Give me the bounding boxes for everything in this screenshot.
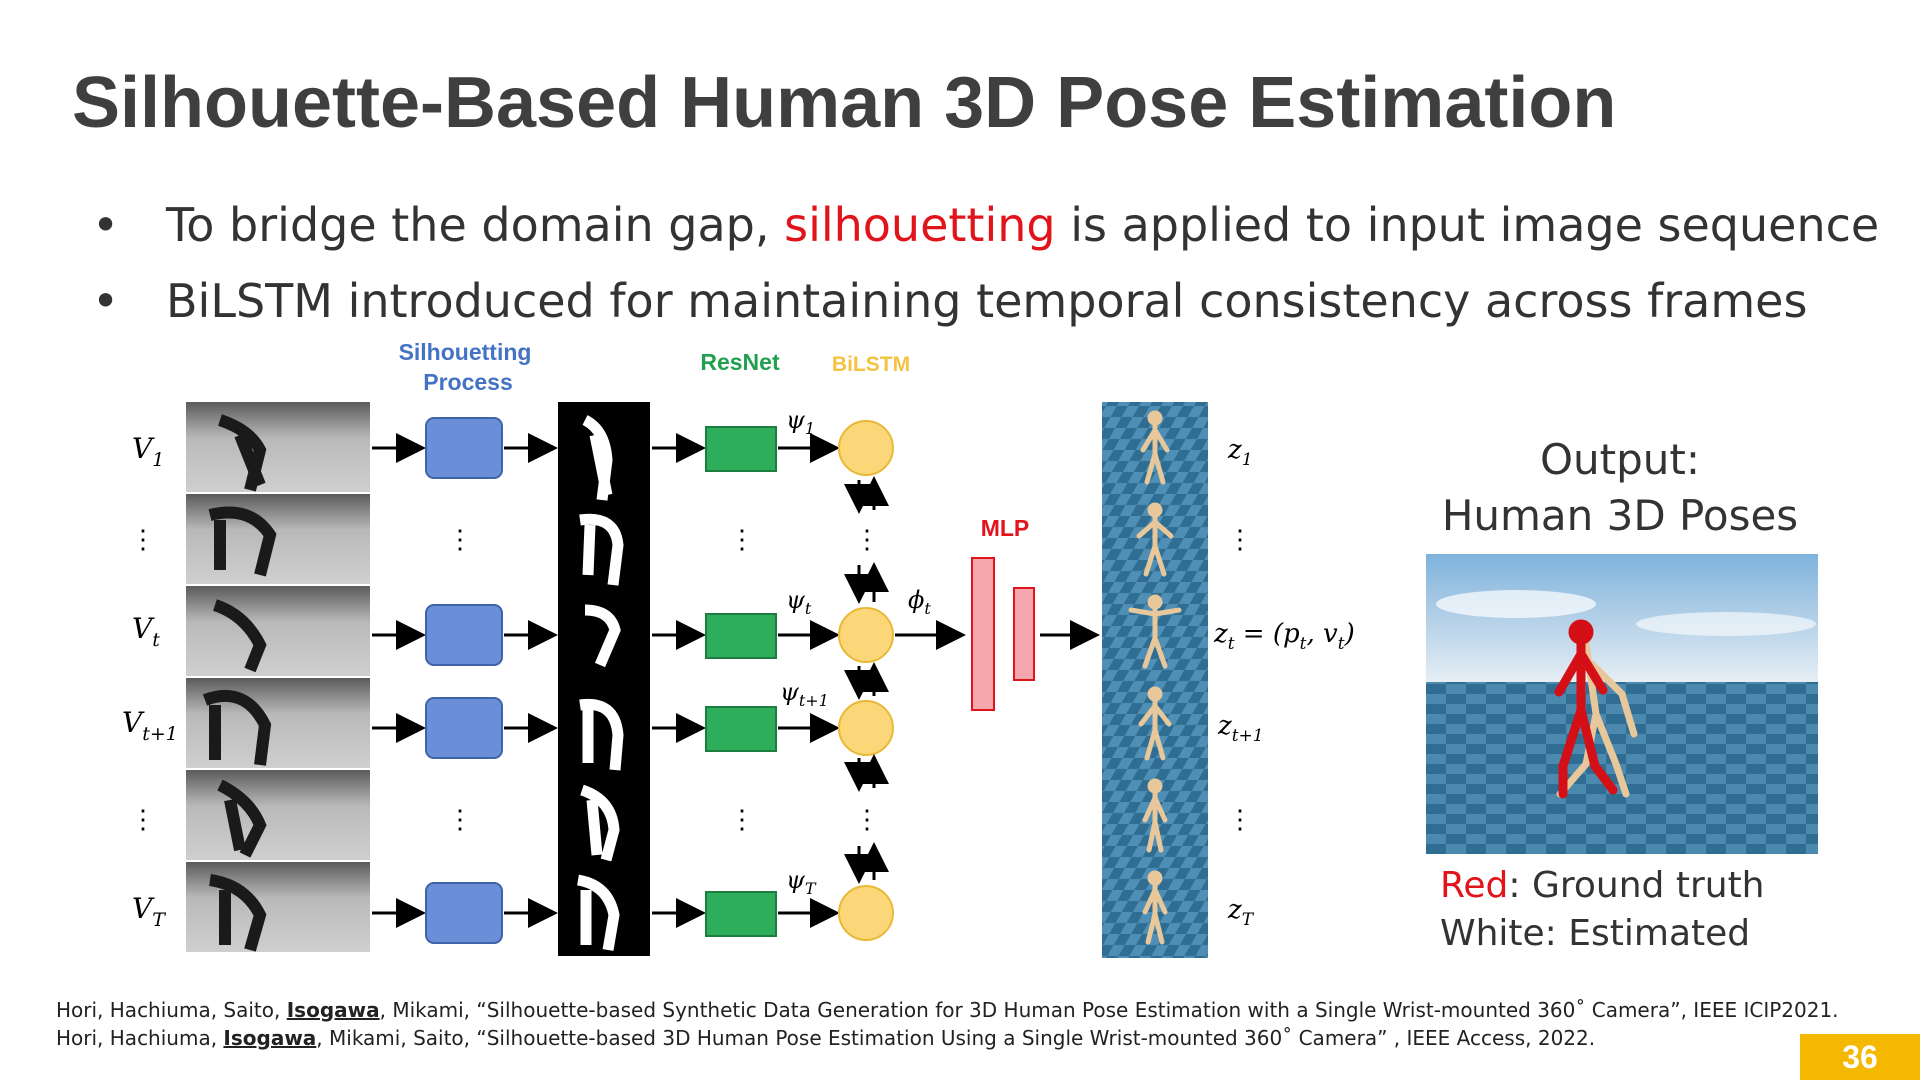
output-label-zt: zt = (pt, vt) — [1213, 619, 1355, 654]
input-label-v1: V1 — [132, 432, 164, 471]
ellipsis: ⋮ — [729, 804, 755, 834]
legend-red-word: Red — [1440, 865, 1508, 906]
reference-1-author: Isogawa — [287, 998, 380, 1022]
ellipsis: ⋮ — [854, 804, 880, 834]
arrows-to-resnet — [652, 448, 700, 913]
reference-2-pre: Hori, Hachiuma, — [56, 1026, 223, 1050]
silhouetting-label-2: Process — [423, 369, 513, 395]
bilstm-cell — [839, 701, 893, 755]
resnet-box — [706, 892, 776, 936]
bullet-1-text-b: is applied to input image sequence — [1056, 198, 1880, 252]
bilstm-cell — [839, 421, 893, 475]
phi-label: ϕt — [908, 586, 931, 618]
bullet-2: •BiLSTM introduced for maintaining tempo… — [92, 274, 1807, 328]
ellipsis: ⋮ — [447, 804, 473, 834]
psi-label-t1: ψt+1 — [780, 678, 829, 710]
ellipsis: ⋮ — [447, 524, 473, 554]
silhouette-strip — [558, 402, 650, 956]
output-title-line-2: Human 3D Poses — [1400, 488, 1840, 544]
ellipsis: ⋮ — [729, 524, 755, 554]
pose-render-image — [1426, 554, 1818, 854]
silhouetting-label-1: Silhouetting — [399, 340, 532, 365]
bullet-1: •To bridge the domain gap, silhouetting … — [92, 198, 1879, 252]
input-frame — [186, 402, 370, 492]
input-frame — [186, 494, 370, 584]
ellipsis: ⋮ — [130, 524, 156, 554]
output-label-z1: z1 — [1227, 435, 1253, 470]
mlp-label: MLP — [981, 515, 1030, 541]
output-label-zt1: zt+1 — [1217, 711, 1264, 746]
input-label-vt1: Vt+1 — [122, 706, 178, 745]
silhouetting-box — [426, 418, 502, 478]
mlp-layer-1 — [972, 558, 994, 710]
output-title-line-1: Output: — [1400, 432, 1840, 488]
bilstm-label: BiLSTM — [832, 353, 910, 376]
bullet-dot: • — [92, 274, 166, 328]
bullet-1-highlight: silhouetting — [784, 198, 1056, 252]
reference-2-post: , Mikami, Saito, “Silhouette-based 3D Hu… — [316, 1026, 1595, 1050]
input-label-vT: VT — [132, 892, 166, 931]
input-frames — [186, 402, 370, 952]
bilstm-cells — [839, 421, 893, 940]
resnet-box — [706, 707, 776, 751]
output-label-zT: zT — [1227, 895, 1255, 930]
reference-1: Hori, Hachiuma, Saito, Isogawa, Mikami, … — [56, 998, 1839, 1022]
silhouetting-blocks — [426, 418, 502, 943]
arrows-input — [372, 448, 420, 913]
resnet-box — [706, 614, 776, 658]
legend-estimated: White: Estimated — [1440, 910, 1765, 958]
bullet-dot: • — [92, 198, 166, 252]
output-title: Output: Human 3D Poses — [1400, 432, 1840, 544]
psi-label-T: ψT — [786, 866, 817, 898]
mlp-layer-2 — [1014, 588, 1034, 680]
legend-red-rest: : Ground truth — [1508, 865, 1764, 906]
silhouetting-box — [426, 605, 502, 665]
reference-1-pre: Hori, Hachiuma, Saito, — [56, 998, 287, 1022]
psi-label-t: ψt — [786, 586, 812, 618]
psi-label-1: ψ1 — [786, 406, 815, 438]
bullet-1-text-a: To bridge the domain gap, — [166, 198, 784, 252]
ellipsis: ⋮ — [130, 804, 156, 834]
resnet-blocks — [706, 427, 776, 936]
page-number: 36 — [1800, 1034, 1920, 1080]
output-pose-strip — [1102, 402, 1208, 958]
bullet-2-text: BiLSTM introduced for maintaining tempor… — [166, 274, 1807, 328]
mlp-block — [972, 558, 1034, 710]
legend-ground-truth: Red: Ground truth — [1440, 862, 1765, 910]
bilstm-cell — [839, 886, 893, 940]
bilstm-cell — [839, 608, 893, 662]
input-frame — [186, 770, 370, 860]
ellipsis: ⋮ — [854, 524, 880, 554]
ellipsis: ⋮ — [1227, 524, 1253, 554]
reference-1-post: , Mikami, “Silhouette-based Synthetic Da… — [380, 998, 1839, 1022]
ellipsis: ⋮ — [1227, 804, 1253, 834]
slide-title: Silhouette-Based Human 3D Pose Estimatio… — [72, 62, 1616, 144]
pipeline-diagram: Silhouetting Process ResNet BiLSTM MLP V… — [0, 340, 1400, 970]
reference-2: Hori, Hachiuma, Isogawa, Mikami, Saito, … — [56, 1026, 1595, 1050]
resnet-label: ResNet — [700, 349, 780, 375]
pose-legend: Red: Ground truth White: Estimated — [1440, 862, 1765, 958]
input-label-vt: Vt — [132, 612, 160, 651]
input-frame — [186, 586, 370, 676]
silhouetting-box — [426, 883, 502, 943]
reference-2-author: Isogawa — [223, 1026, 316, 1050]
resnet-box — [706, 427, 776, 471]
checker-floor — [1426, 682, 1818, 854]
silhouetting-box — [426, 698, 502, 758]
arrows-silhouette — [504, 448, 552, 913]
